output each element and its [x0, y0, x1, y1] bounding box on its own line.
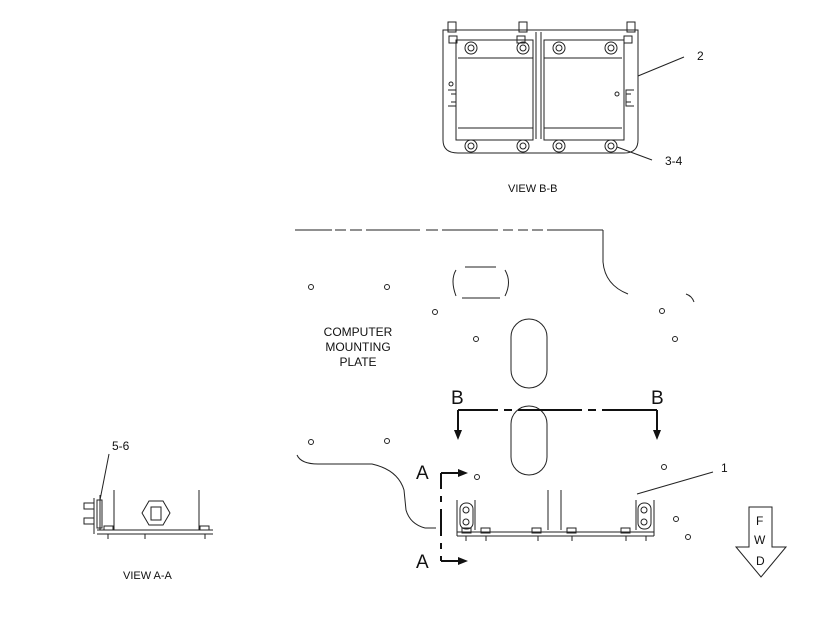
- view-bb-left-panel: [455, 39, 534, 141]
- mounting-plate-outline: [295, 229, 695, 540]
- plate-label-line1: COMPUTER: [324, 325, 393, 339]
- view-aa-assembly: [83, 490, 213, 539]
- b-left-arrowhead: [454, 430, 462, 440]
- callout-item-3-4: 3-4: [665, 154, 683, 168]
- view-bb-grommets: [464, 41, 618, 153]
- section-b-left: B: [451, 388, 464, 409]
- view-bb-tray: [442, 29, 639, 154]
- section-a-bottom: A: [416, 552, 429, 573]
- leader-item-5-6: [99, 453, 110, 501]
- fwd-letter-w: W: [754, 533, 766, 547]
- mounted-tray: [456, 490, 655, 541]
- fwd-letter-f: F: [756, 514, 763, 528]
- view-aa-label: VIEW A-A: [123, 570, 173, 582]
- upper-slot: [510, 318, 548, 389]
- left-latch: [448, 89, 457, 107]
- b-right-arrowhead: [653, 430, 661, 440]
- callout-item-2: 2: [697, 49, 704, 63]
- a-top-arrowhead: [458, 469, 468, 477]
- fwd-letter-d: D: [756, 554, 765, 568]
- callout-item-1: 1: [721, 461, 728, 475]
- view-bb-label: VIEW B-B: [508, 183, 558, 195]
- plate-label-line2: MOUNTING: [325, 340, 390, 354]
- leader-item-1: [636, 471, 714, 495]
- view-bb-right-panel: [543, 39, 625, 141]
- view-bb-assembly: [442, 21, 639, 154]
- callout-item-5-6: 5-6: [112, 439, 130, 453]
- section-b-right: B: [651, 388, 664, 409]
- lower-slot: [510, 405, 548, 476]
- leader-item-3-4: [616, 146, 653, 161]
- right-latch: [625, 89, 634, 107]
- section-line-aa: [440, 469, 468, 565]
- plate-label-line3: PLATE: [339, 355, 376, 369]
- a-bottom-arrowhead: [458, 557, 468, 565]
- section-a-top: A: [416, 463, 429, 484]
- section-line-bb: [454, 409, 661, 440]
- fwd-arrow: [734, 506, 788, 578]
- leader-item-2: [637, 56, 685, 77]
